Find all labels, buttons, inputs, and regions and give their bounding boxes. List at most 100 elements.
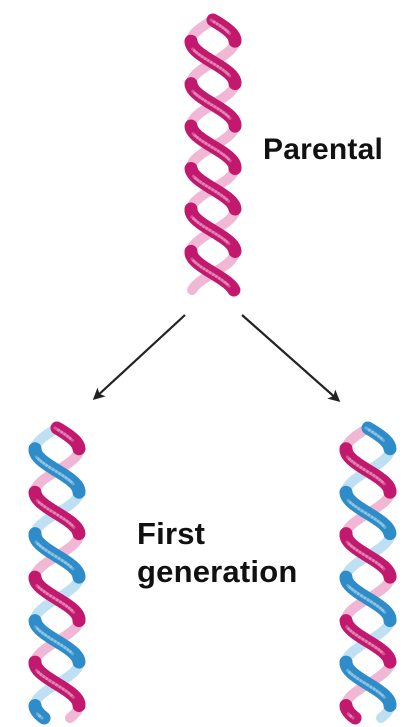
helix-parent-highlight <box>213 62 220 68</box>
helix-left-highlight <box>35 712 42 718</box>
arrow-right <box>241 314 341 402</box>
helix-right-highlight <box>376 604 382 610</box>
helix-right-strand-1-segment <box>361 421 378 437</box>
helix-left-highlight <box>66 563 73 569</box>
helix-right-highlight <box>374 561 381 567</box>
helix-left-highlight <box>43 505 50 511</box>
helix-right-highlight <box>349 714 355 720</box>
helix-parent-highlight <box>226 30 232 35</box>
helix-left-highlight <box>50 552 58 558</box>
helix-right-highlight <box>378 691 384 697</box>
helix-right-highlight <box>354 505 361 511</box>
helix-left-highlight <box>53 426 60 432</box>
helix-right-highlight <box>350 459 357 465</box>
helix-left-highlight <box>48 679 55 685</box>
helix-left-highlight <box>67 691 73 697</box>
helix-parent-strand-2-segment <box>203 54 220 69</box>
helix-parent-highlight <box>199 222 206 228</box>
helix-right-highlight <box>348 501 355 507</box>
helix-left-highlight <box>34 625 40 631</box>
helix-left-highlight <box>34 455 40 461</box>
helix-parent-highlight <box>220 278 227 284</box>
parental-helix <box>184 13 242 297</box>
helix-left-highlight <box>42 590 49 596</box>
helix-parent-highlight <box>221 26 227 32</box>
helix-left-highlight <box>69 693 75 699</box>
helix-left-highlight <box>36 457 43 463</box>
helix-right-highlight <box>380 565 386 571</box>
helix-parent-strand-2-segment <box>204 138 221 154</box>
helix-left-highlight <box>54 470 62 476</box>
helix-left-highlight <box>61 687 68 693</box>
helix-right-highlight <box>371 644 378 650</box>
helix-parent-highlight <box>211 273 218 278</box>
helix-parent-strand-1-segment <box>206 13 223 29</box>
helix-left-highlight <box>36 542 42 548</box>
helix-left-highlight <box>64 689 71 695</box>
helix-right-highlight <box>346 583 352 589</box>
helix-right-highlight <box>380 480 386 486</box>
helix-left-highlight <box>60 430 67 436</box>
helix-parent-highlight <box>194 261 200 267</box>
helix-left-highlight <box>56 513 63 519</box>
helix-left-highlight <box>61 474 68 480</box>
helix-left-highlight <box>68 521 74 527</box>
helix-left-highlight <box>55 598 62 604</box>
helix-right-highlight <box>371 559 378 565</box>
helix-parent-highlight <box>214 190 221 196</box>
helix-parent-highlight <box>220 194 226 199</box>
helix-parent-highlight <box>226 157 232 163</box>
helix-parent-highlight <box>190 215 196 221</box>
helix-left-highlight <box>45 592 52 598</box>
helix-right-highlight <box>363 511 371 517</box>
helix-parent-highlight <box>192 217 198 223</box>
helix-right-highlight <box>373 517 380 523</box>
first-generation-helix-right <box>339 421 397 725</box>
helix-right-highlight <box>349 544 356 550</box>
helix-left-highlight <box>63 561 70 567</box>
helix-left-highlight <box>40 503 47 509</box>
helix-left-strand-1-segment <box>48 676 66 692</box>
helix-left-highlight <box>70 608 76 614</box>
helix-parent-highlight <box>204 184 211 190</box>
helix-left-highlight <box>63 432 70 438</box>
helix-right-highlight <box>350 588 357 594</box>
helix-right-highlight <box>353 590 360 596</box>
helix-parent-highlight <box>207 143 214 149</box>
helix-left-highlight <box>69 565 75 571</box>
helix-parent-highlight <box>206 59 213 64</box>
first-generation-label-line2: generation <box>137 554 298 589</box>
helix-parent-highlight <box>217 276 224 282</box>
helix-right-strand-2-segment <box>358 547 376 563</box>
helix-parent-highlight <box>190 257 196 263</box>
helix-parent-highlight <box>193 91 199 97</box>
helix-left-highlight <box>46 507 53 513</box>
helix-right-highlight <box>374 646 381 652</box>
helix-parent-highlight <box>214 275 221 280</box>
helix-parent-highlight <box>213 105 220 111</box>
helix-parent-highlight <box>219 151 226 157</box>
helix-parent-highlight <box>224 155 230 161</box>
helix-right-highlight <box>372 474 379 480</box>
helix-right-highlight <box>358 635 365 641</box>
helix-right-highlight <box>379 521 385 527</box>
helix-parent-highlight <box>210 103 217 109</box>
helix-parent-strand-1-segment <box>205 266 222 282</box>
helix-right-strand-1-segment <box>359 676 377 692</box>
helix-left-highlight <box>62 602 69 608</box>
helix-right-highlight <box>356 463 363 469</box>
helix-right-highlight <box>354 633 362 639</box>
helix-parent-highlight <box>222 111 228 116</box>
helix-right-highlight <box>372 687 379 693</box>
helix-left-highlight <box>35 583 41 589</box>
parental-label: Parental <box>263 133 383 166</box>
helix-right-highlight <box>345 625 351 631</box>
helix-right-highlight <box>360 509 367 515</box>
helix-parent-highlight <box>219 109 226 115</box>
helix-left-highlight <box>63 646 70 652</box>
helix-parent-highlight <box>215 22 222 28</box>
helix-right-highlight <box>378 606 385 612</box>
helix-right-highlight <box>366 683 373 689</box>
